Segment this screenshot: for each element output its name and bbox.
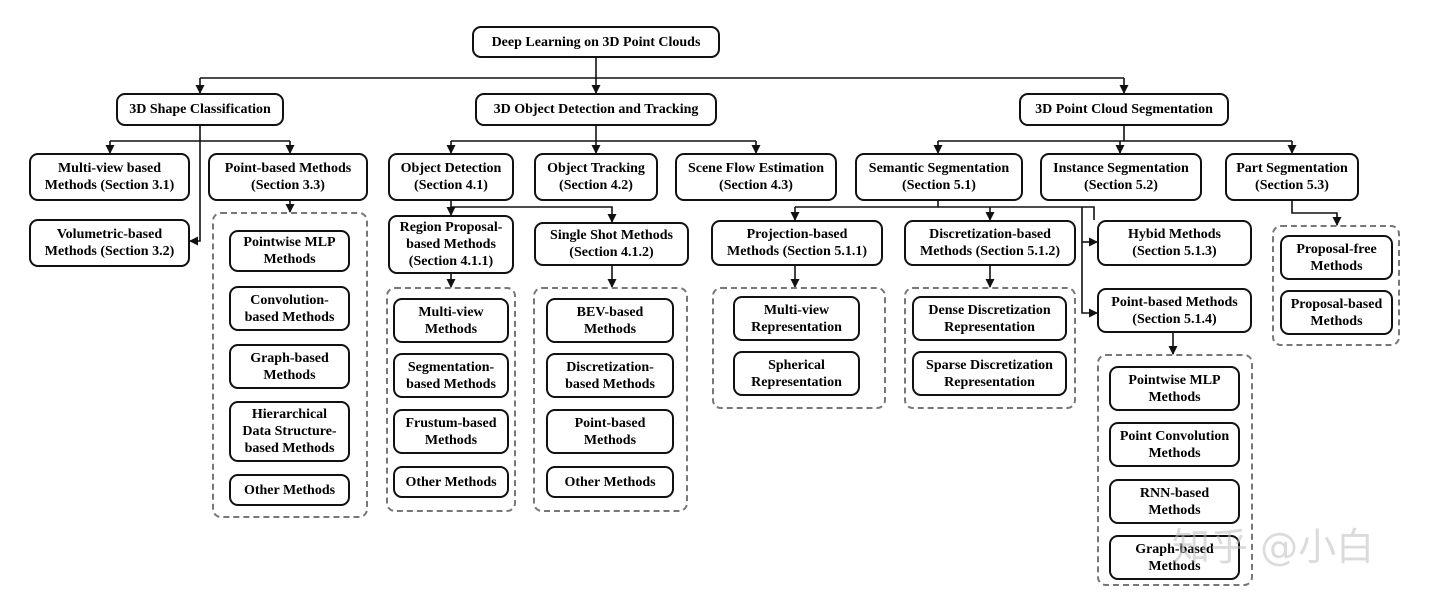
node-point-based-seg: Point-based Methods (Section 5.1.4) [1097, 288, 1252, 333]
node-point-based-cls: Point-based Methods (Section 3.3) [208, 153, 368, 201]
node-multi-view-det: Multi-view Methods [393, 298, 509, 343]
node-scene-flow: Scene Flow Estimation (Section 4.3) [675, 153, 837, 201]
node-object-tracking: Object Tracking (Section 4.2) [534, 153, 658, 201]
node-other-cls: Other Methods [229, 474, 350, 506]
node-multi-view-rep: Multi-view Representation [733, 296, 860, 341]
node-segmentation-det: Segmentation- based Methods [393, 353, 509, 398]
node-other-det-ss: Other Methods [546, 466, 674, 498]
node-object-detection: Object Detection (Section 4.1) [388, 153, 514, 201]
node-frustum-det: Frustum-based Methods [393, 409, 509, 454]
node-projection-seg: Projection-based Methods (Section 5.1.1) [711, 220, 883, 266]
group-point-based-seg [1097, 354, 1253, 586]
node-dense-disc-rep: Dense Discretization Representation [912, 296, 1067, 341]
node-discretization-seg: Discretization-based Methods (Section 5.… [904, 220, 1076, 266]
node-hybrid-seg: Hybid Methods (Section 5.1.3) [1097, 220, 1252, 266]
node-3d-point-cloud-segmentation: 3D Point Cloud Segmentation [1019, 93, 1229, 126]
node-multi-view-cls: Multi-view based Methods (Section 3.1) [29, 153, 190, 201]
node-pointwise-mlp-cls: Pointwise MLP Methods [229, 230, 350, 272]
node-graph-seg: Graph-based Methods [1109, 535, 1240, 580]
node-single-shot: Single Shot Methods (Section 4.1.2) [534, 222, 689, 266]
node-graph-cls: Graph-based Methods [229, 344, 350, 389]
node-instance-seg: Instance Segmentation (Section 5.2) [1040, 153, 1202, 201]
node-sparse-disc-rep: Sparse Discretization Representation [912, 351, 1067, 396]
group-part-seg [1272, 225, 1400, 346]
node-volumetric-cls: Volumetric-based Methods (Section 3.2) [29, 219, 190, 267]
node-semantic-seg: Semantic Segmentation (Section 5.1) [855, 153, 1023, 201]
node-convolution-cls: Convolution- based Methods [229, 286, 350, 331]
group-projection [712, 287, 886, 409]
group-discretization [904, 287, 1076, 409]
node-bev-det: BEV-based Methods [546, 298, 674, 343]
node-proposal-free: Proposal-free Methods [1280, 235, 1393, 280]
node-proposal-based: Proposal-based Methods [1280, 290, 1393, 335]
node-pointwise-mlp-seg: Pointwise MLP Methods [1109, 366, 1240, 411]
node-3d-shape-classification: 3D Shape Classification [116, 93, 284, 126]
group-region-proposal [386, 287, 516, 512]
node-point-conv-seg: Point Convolution Methods [1109, 422, 1240, 467]
node-part-seg: Part Segmentation (Section 5.3) [1225, 153, 1359, 201]
node-spherical-rep: Spherical Representation [733, 351, 860, 396]
node-3d-object-detection-tracking: 3D Object Detection and Tracking [475, 93, 717, 126]
node-point-det: Point-based Methods [546, 409, 674, 454]
node-region-proposal: Region Proposal- based Methods (Section … [388, 215, 514, 274]
node-rnn-seg: RNN-based Methods [1109, 479, 1240, 524]
node-discretization-det: Discretization- based Methods [546, 353, 674, 398]
group-point-based-cls [212, 212, 368, 518]
node-other-det-rp: Other Methods [393, 466, 509, 498]
group-single-shot [533, 287, 688, 512]
node-hierarchical-cls: Hierarchical Data Structure- based Metho… [229, 401, 350, 462]
node-root: Deep Learning on 3D Point Clouds [472, 26, 720, 58]
